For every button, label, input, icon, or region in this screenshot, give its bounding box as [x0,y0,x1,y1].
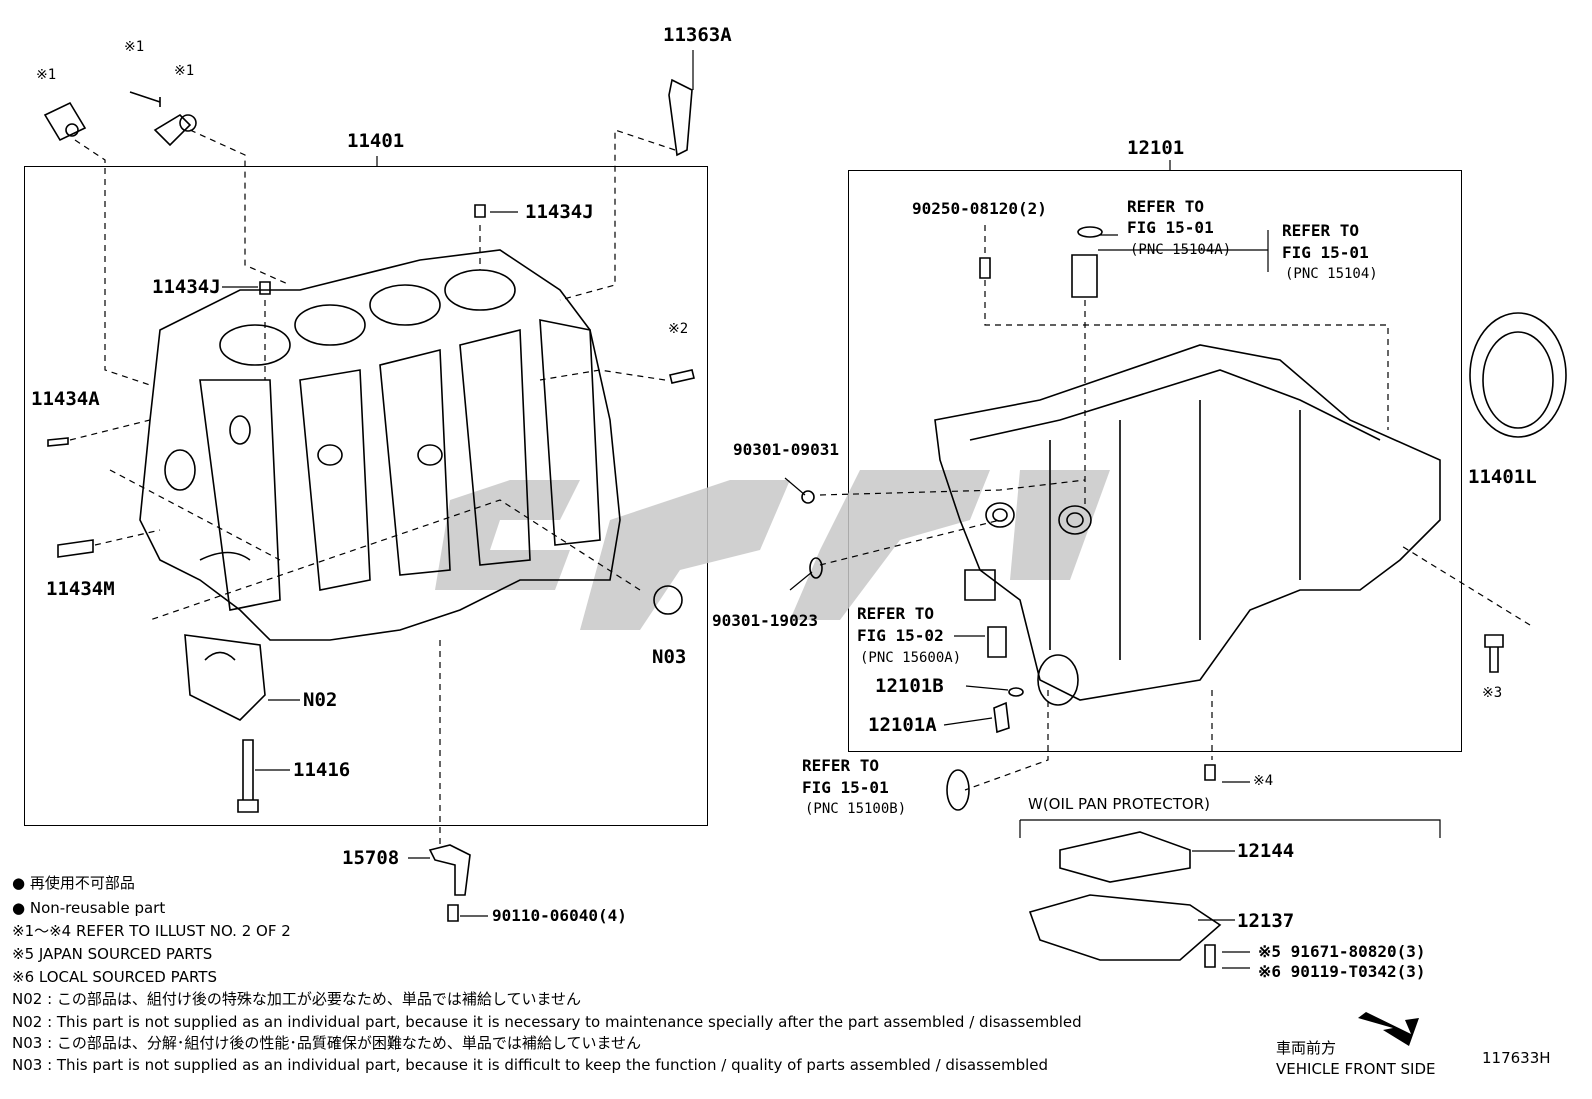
legend-line-6: N02 : この部品は、組付け後の特殊な加工が必要なため、単品では補給していませ… [12,990,582,1008]
part-N03: N03 [652,646,687,668]
part-15708: 15708 [342,847,400,869]
legend-line-7: N02 : This part is not supplied as an in… [12,1013,1082,1031]
front-arrow-icon [1358,1012,1419,1046]
refer-4-line3: (PNC 15100B) [805,801,907,817]
legend-line-5: ※6 LOCAL SOURCED PARTS [12,968,217,986]
refer-3-line3: (PNC 15600A) [860,650,962,666]
legend-line-2: ● Non-reusable part [12,899,166,917]
illustration-number: 117633H [1482,1049,1551,1067]
oil-pan-drawing [934,344,1441,706]
part-90119: ※6 90119-T0342(3) [1258,962,1426,981]
part-90301-19023: 90301-19023 [712,611,818,630]
watermark-logo [435,470,1110,630]
part-11401L: 11401L [1468,466,1537,488]
refer-3-line2: FIG 15-02 [857,626,944,645]
part-N02: N02 [303,689,338,711]
refer-4-line2: FIG 15-01 [802,778,889,797]
part-90250: 90250-08120(2) [912,199,1047,218]
vehicle-front-en: VEHICLE FRONT SIDE [1276,1060,1436,1078]
refer-2-line3: (PNC 15104) [1285,266,1378,282]
note-mark-2: ※2 [668,321,689,337]
note-mark-3: ※3 [1482,685,1503,701]
note-mark-4: ※4 [1253,773,1274,789]
part-11363A: 11363A [663,24,732,46]
note-mark-1c: ※1 [174,63,195,79]
note-mark-1a: ※1 [36,67,57,83]
part-90110: 90110-06040(4) [492,906,627,925]
refer-2-line1: REFER TO [1282,221,1360,240]
legend-line-9: N03 : This part is not supplied as an in… [12,1056,1049,1074]
refer-1-line1: REFER TO [1127,197,1205,216]
oil-pan-protector-title: W(OIL PAN PROTECTOR) [1028,795,1211,813]
legend-line-8: N03 : この部品は、分解･組付け後の性能･品質確保が困難なため、単品では補給… [12,1034,642,1052]
part-12101A: 12101A [868,714,937,736]
vehicle-front-jp: 車両前方 [1276,1039,1337,1057]
oil-pan-frame [848,170,1462,752]
refer-2-line2: FIG 15-01 [1282,243,1369,262]
refer-1-line2: FIG 15-01 [1127,218,1214,237]
part-12101B: 12101B [875,675,944,697]
oil-pan-small-parts [801,226,1567,968]
part-11434J-top: 11434J [525,201,594,223]
part-11434J-left: 11434J [152,276,221,298]
part-11416: 11416 [293,759,351,781]
legend-line-4: ※5 JAPAN SOURCED PARTS [12,945,213,963]
legend-line-1: ● 再使用不可部品 [12,874,135,892]
part-11434M: 11434M [46,578,115,600]
sensor-parts [43,78,695,922]
refer-4-line1: REFER TO [802,756,880,775]
part-12101: 12101 [1127,137,1185,159]
part-91671: ※5 91671-80820(3) [1258,942,1426,961]
refer-1-line3: (PNC 15104A) [1130,242,1232,258]
part-12137: 12137 [1237,910,1295,932]
note-mark-1b: ※1 [124,39,145,55]
legend-line-3: ※1～※4 REFER TO ILLUST NO. 2 OF 2 [12,922,291,940]
part-12144: 12144 [1237,840,1295,862]
refer-3-line1: REFER TO [857,604,935,623]
part-11401: 11401 [347,130,405,152]
part-90301-09031: 90301-09031 [733,440,839,459]
part-11434A: 11434A [31,388,100,410]
